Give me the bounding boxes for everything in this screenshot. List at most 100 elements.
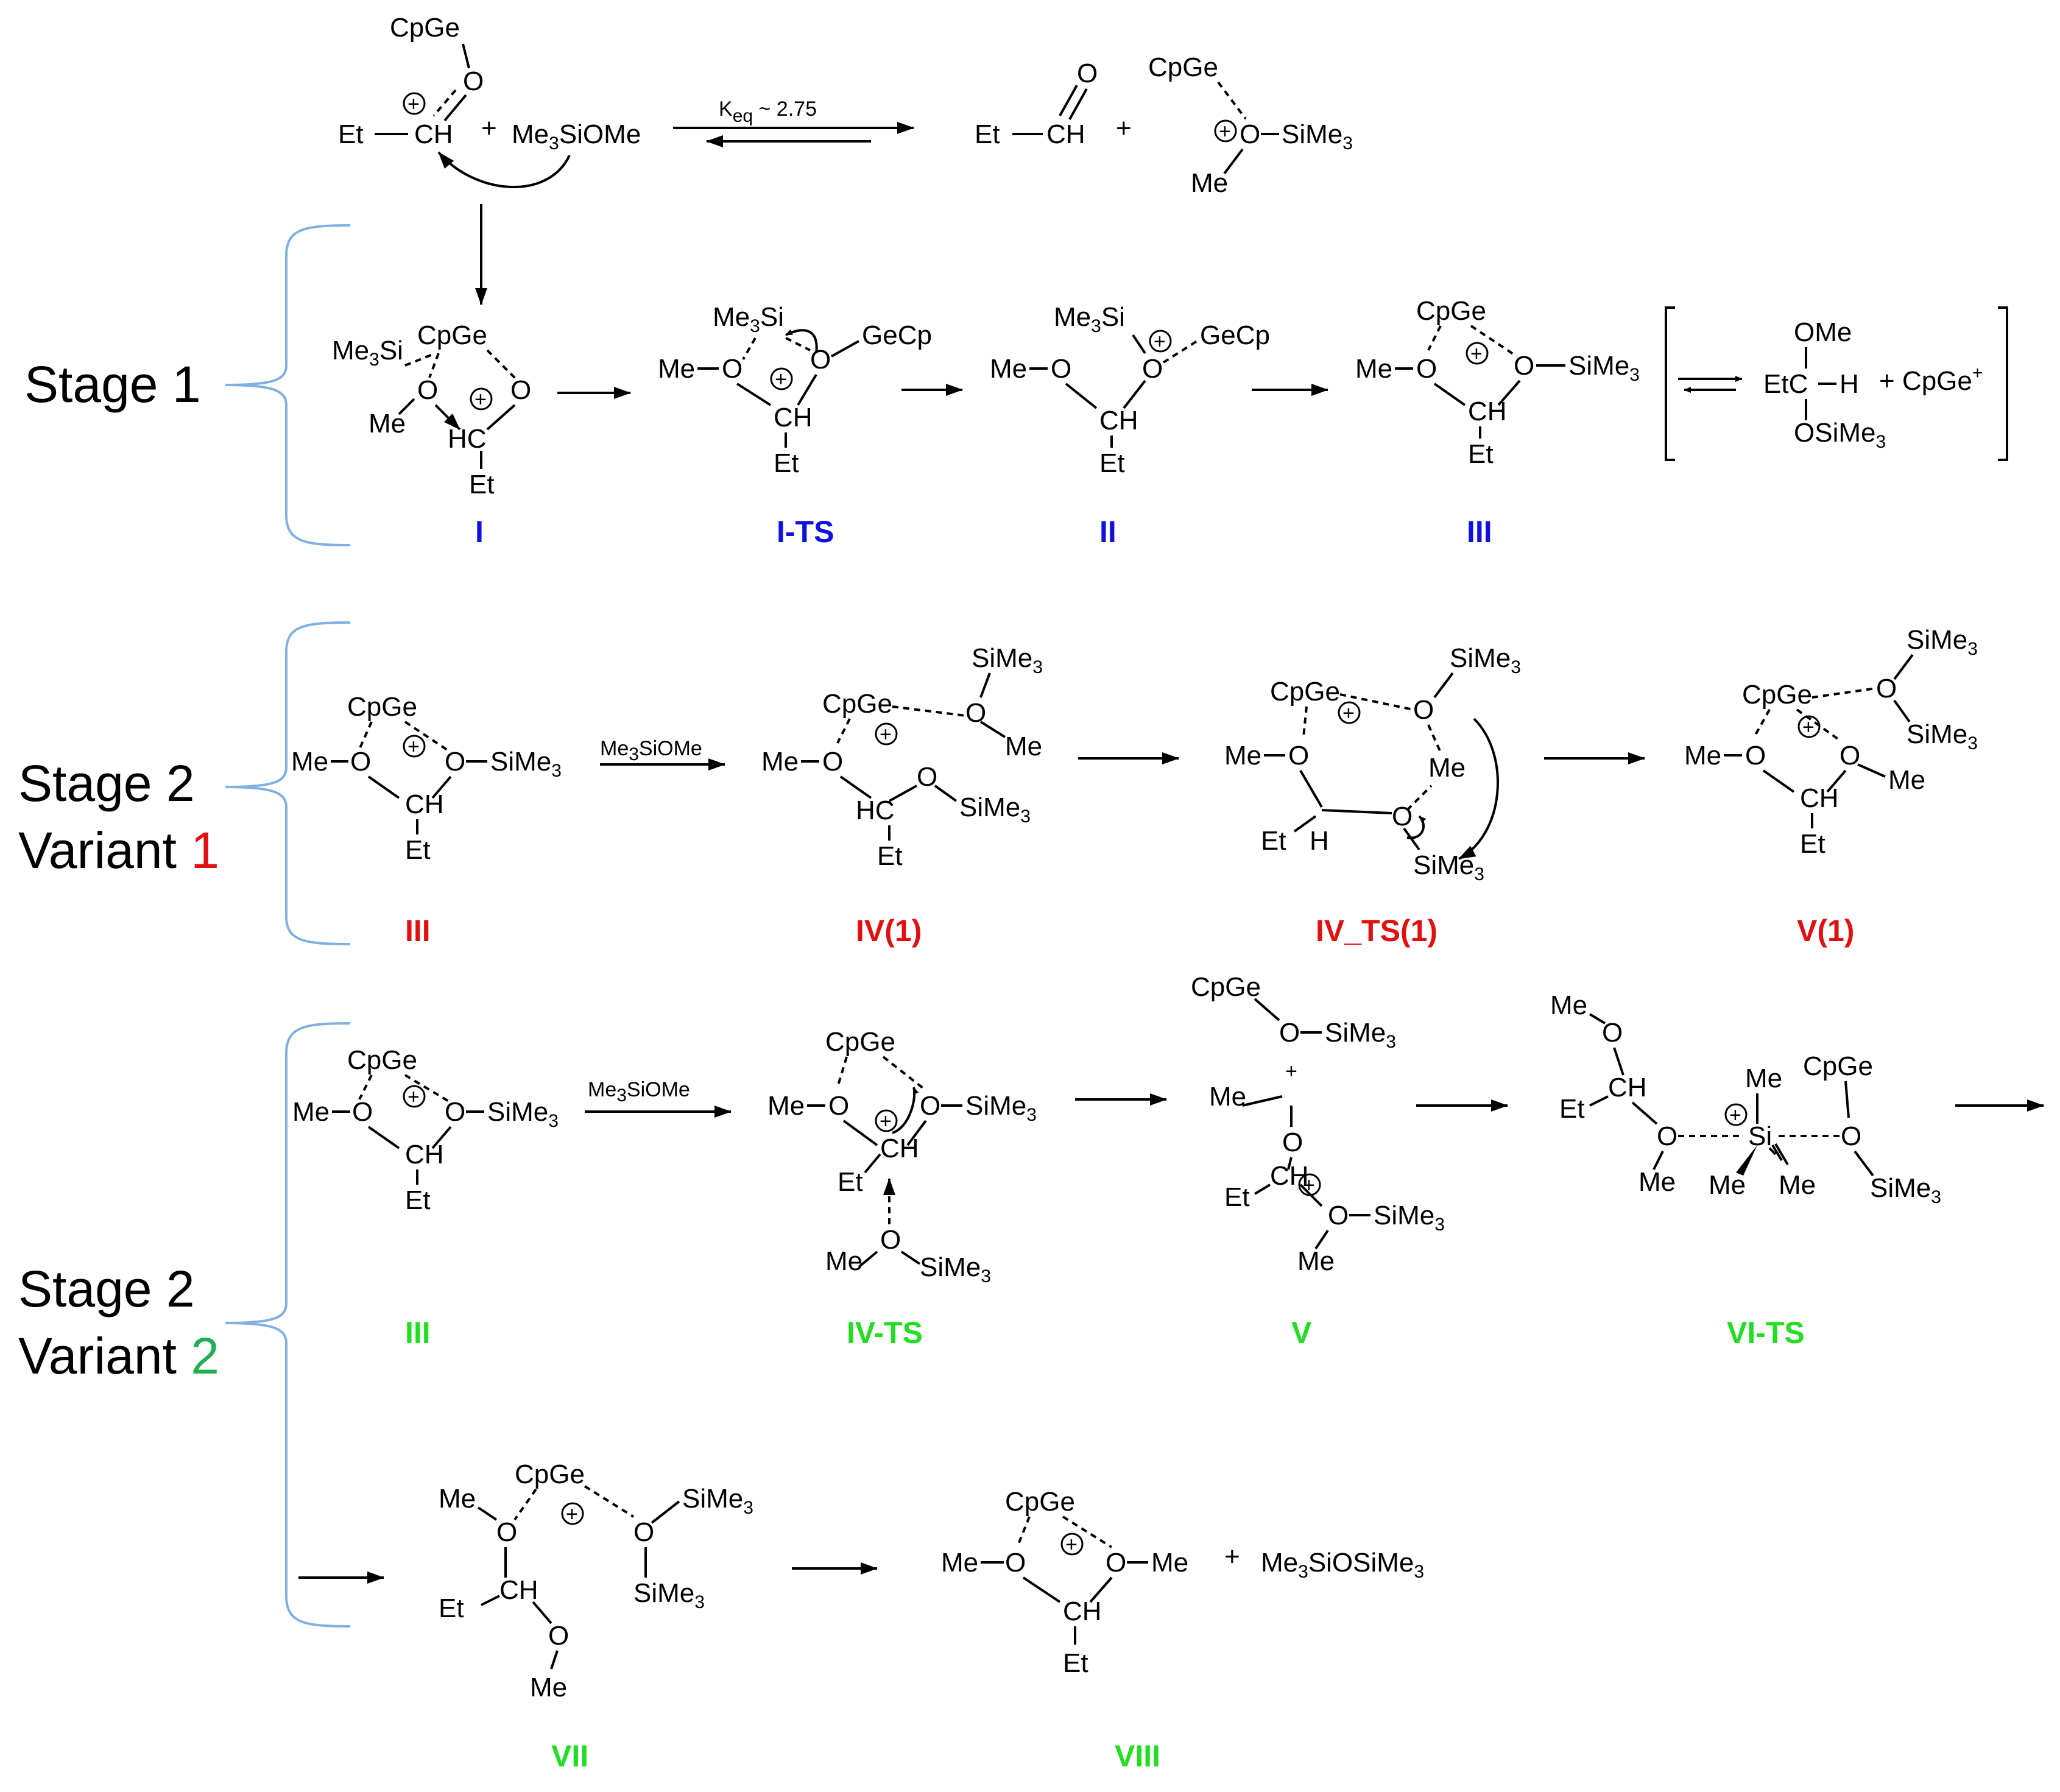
svg-text:O: O	[1876, 674, 1897, 704]
final-plus: +	[1224, 1542, 1240, 1572]
structure-IV1: SiMe3 O Me CpGe + Me O HC O SiMe3 Et	[761, 643, 1043, 871]
header-o: O	[463, 66, 484, 96]
svg-text:CH: CH	[499, 1575, 538, 1605]
svg-text:Me: Me	[1779, 1170, 1816, 1200]
svg-text:Et: Et	[405, 1185, 431, 1215]
structure-VII: Me O CpGe + O SiMe3 SiMe3 CH Et O Me	[439, 1459, 753, 1702]
structure-II: Me3Si + O GeCp Me O CH Et	[990, 302, 1270, 478]
svg-text:O: O	[1288, 741, 1309, 771]
svg-text:O: O	[1282, 1127, 1303, 1157]
svg-text:SiMe3: SiMe3	[1907, 719, 1978, 753]
label-I: I	[475, 515, 484, 549]
svg-text:O: O	[828, 1091, 849, 1121]
svg-text:SiMe3: SiMe3	[959, 792, 1031, 827]
oxonium-o: O	[1240, 119, 1260, 149]
svg-text:+: +	[407, 735, 420, 758]
svg-text:O: O	[350, 747, 371, 777]
svg-text:Me: Me	[1638, 1167, 1676, 1197]
svg-text:O: O	[445, 747, 465, 777]
svg-text:SiMe3: SiMe3	[1413, 850, 1484, 884]
svg-text:+: +	[474, 388, 487, 411]
svg-text:Me: Me	[530, 1673, 567, 1702]
svg-text:CH: CH	[1608, 1073, 1647, 1102]
variant1-number: 1	[191, 822, 219, 879]
svg-text:CpGe: CpGe	[1742, 680, 1812, 710]
svg-text:Et: Et	[1224, 1182, 1250, 1212]
svg-text:Me: Me	[658, 354, 695, 384]
svg-text:SiMe3: SiMe3	[965, 1091, 1037, 1125]
svg-text:CpGe: CpGe	[347, 1045, 417, 1075]
svg-text:SiMe3: SiMe3	[1568, 351, 1640, 385]
svg-text:Me: Me	[292, 1097, 330, 1127]
header-plus2: +	[1116, 113, 1132, 143]
svg-text:Me: Me	[941, 1548, 978, 1578]
svg-text:O: O	[1279, 1018, 1300, 1048]
svg-text:Me: Me	[990, 354, 1027, 384]
structure-I: Me3Si CpGe O O + Me HC Et	[332, 320, 531, 499]
structure-III-v2: CpGe + Me O O SiMe3 CH Et	[292, 1045, 559, 1215]
svg-text:O: O	[1602, 1018, 1623, 1048]
svg-text:+: +	[1729, 1104, 1741, 1127]
brace-stage2-v1	[225, 621, 351, 945]
label-VII: VII	[551, 1739, 588, 1773]
aldehyde-ch: CH	[1046, 119, 1085, 149]
svg-text:Me: Me	[369, 409, 406, 439]
structure-IV-TS: CpGe Me O O SiMe3 + CH Et O Me SiMe3	[767, 1027, 1037, 1286]
label-VI-TS: VI-TS	[1727, 1316, 1805, 1350]
svg-text:O: O	[1051, 354, 1071, 384]
variant2-number: 2	[191, 1327, 219, 1385]
svg-text:O: O	[1841, 1121, 1861, 1151]
label-IV-TS1: IV_TS(1)	[1316, 914, 1437, 948]
svg-text:Me: Me	[1355, 354, 1392, 384]
svg-text:Me: Me	[825, 1246, 862, 1276]
header-cpge: CpGe	[390, 13, 460, 43]
svg-text:Me: Me	[767, 1091, 805, 1121]
svg-text:+: +	[1219, 120, 1231, 143]
svg-text:Et: Et	[1261, 826, 1286, 856]
svg-text:Me: Me	[1550, 990, 1587, 1020]
svg-text:CpGe: CpGe	[515, 1459, 585, 1489]
svg-text:Et: Et	[774, 448, 799, 478]
svg-text:CpGe: CpGe	[1191, 972, 1261, 1002]
svg-text:CpGe: CpGe	[825, 1027, 895, 1057]
brace-stage1	[225, 224, 351, 546]
structure-III-stage1: CpGe Me O + O SiMe3 CH Et	[1355, 296, 1640, 469]
svg-text:O: O	[1657, 1121, 1677, 1151]
brace-stage2-v2	[225, 1022, 351, 1628]
reagent-v1: Me3SiOMe	[600, 737, 702, 764]
svg-text:CpGe: CpGe	[822, 689, 892, 719]
bracket-equilibrium: OMe EtC H OSiMe3 + CpGe+	[1665, 306, 2008, 461]
header-equilibrium: CpGe O + Et CH + Me3SiOMe Keq ~ 2.75 Et …	[338, 13, 1353, 305]
svg-text:CH: CH	[1063, 1596, 1102, 1626]
label-III-v1: III	[405, 914, 431, 948]
svg-text:Me: Me	[1297, 1246, 1335, 1276]
svg-text:Me3Si: Me3Si	[1054, 302, 1125, 336]
svg-text:O: O	[352, 1097, 373, 1127]
svg-text:+: +	[407, 1085, 420, 1109]
svg-text:CpGe: CpGe	[417, 320, 487, 350]
svg-text:Me3Si: Me3Si	[713, 302, 784, 336]
svg-text:HC: HC	[856, 795, 895, 825]
svg-text:Me: Me	[1709, 1170, 1746, 1200]
header-et: Et	[338, 119, 364, 149]
keq-label: Keq ~ 2.75	[719, 97, 817, 126]
svg-text:CpGe: CpGe	[1270, 677, 1340, 707]
svg-text:O: O	[880, 1225, 901, 1255]
svg-text:O: O	[917, 762, 937, 792]
bracket-etc: EtC	[1763, 369, 1808, 399]
svg-text:Et: Et	[1099, 448, 1125, 478]
svg-text:Me: Me	[439, 1484, 476, 1514]
svg-text:SiMe3: SiMe3	[490, 747, 562, 781]
svg-text:CH: CH	[1099, 406, 1138, 436]
svg-text:Me: Me	[1224, 741, 1261, 771]
svg-text:Me: Me	[1745, 1064, 1782, 1093]
svg-text:O: O	[1328, 1201, 1349, 1230]
svg-text:O: O	[1840, 741, 1860, 771]
svg-text:O: O	[1413, 695, 1434, 725]
svg-text:GeCp: GeCp	[1200, 320, 1270, 350]
svg-text:Me: Me	[1209, 1082, 1246, 1112]
svg-text:Et: Et	[1468, 439, 1494, 469]
svg-text:Me3Si: Me3Si	[332, 336, 403, 370]
bracket-osime3: OSiMe3	[1794, 418, 1886, 452]
svg-text:GeCp: GeCp	[862, 320, 932, 350]
